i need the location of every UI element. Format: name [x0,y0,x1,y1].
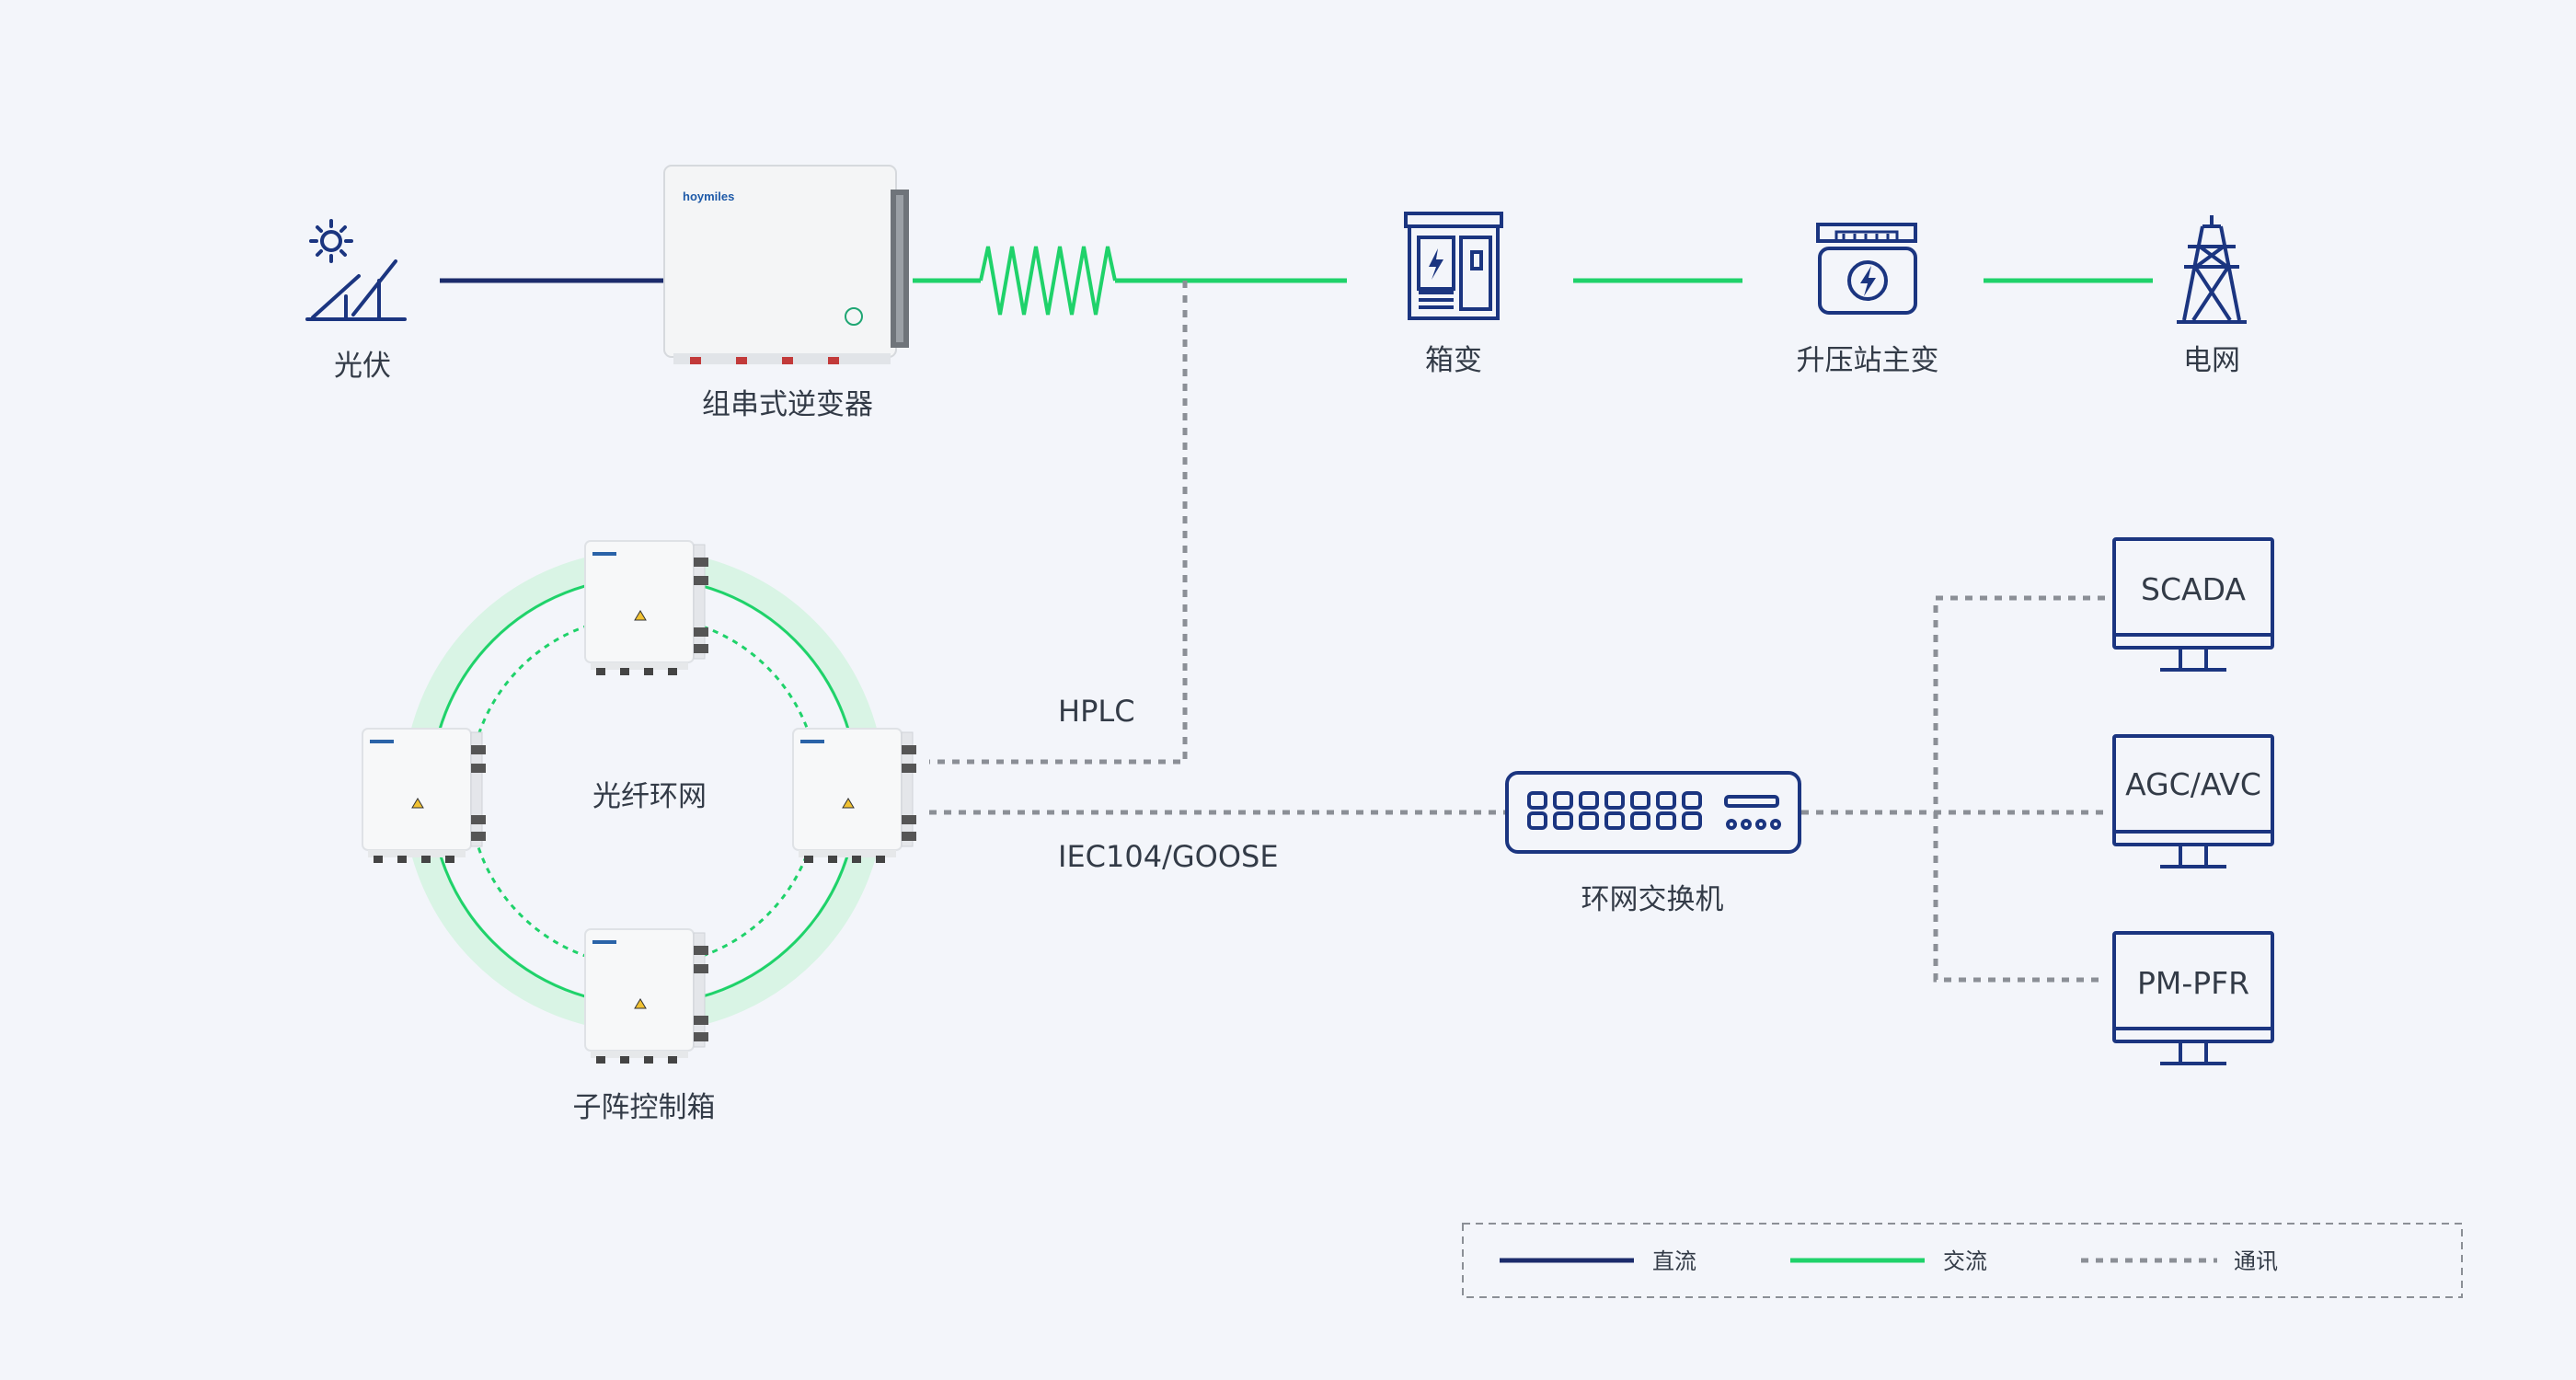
scada-label: SCADA [2141,571,2246,607]
inverter-label: 组串式逆变器 [702,388,873,421]
grid-label: 电网 [2183,344,2240,377]
ac-filter-zigzag [979,246,1117,316]
pm-pfr-monitor-icon [2112,931,2274,1065]
ring-switch-icon [1505,771,1801,854]
pm-pfr-label: PM-PFR [2137,965,2249,1001]
subarray-box-left [362,728,487,864]
legend: 直流 交流 通讯 [1462,1223,2463,1298]
agc-avc-label: AGC/AVC [2125,766,2261,802]
fiber-ring-label: 光纤环网 [592,780,707,813]
hplc-comm-line [929,281,1188,765]
subarray-box-top [584,540,709,676]
substation-label: 升压站主变 [1797,344,1939,377]
hplc-label: HPLC [1058,694,1135,729]
power-tower-icon [2177,215,2247,324]
pv-label: 光伏 [334,350,391,383]
iec-label: IEC104/GOOSE [1058,839,1279,874]
box-transformer-label: 箱变 [1425,344,1482,377]
ring-switch-label: 环网交换机 [1581,883,1724,916]
subarray-box-bottom [584,928,709,1064]
legend-comm-label: 通讯 [2234,1248,2278,1274]
substation-transformer-icon [1816,223,1917,315]
subarray-box-label: 子阵控制箱 [573,1091,716,1124]
agc-avc-monitor-icon [2112,734,2274,868]
box-transformer-icon [1404,212,1503,320]
legend-dc-label: 直流 [1652,1248,1696,1274]
legend-ac-label: 交流 [1943,1248,1987,1274]
legend-frame [1462,1223,2463,1298]
subarray-box-right [792,728,917,864]
solar-pv-icon [305,219,407,321]
scada-monitor-icon [2112,537,2274,672]
string-inverter-icon [663,165,909,364]
inverter-brand-logo: hoymiles [683,190,734,203]
terminals-bus-line [1933,595,2105,983]
